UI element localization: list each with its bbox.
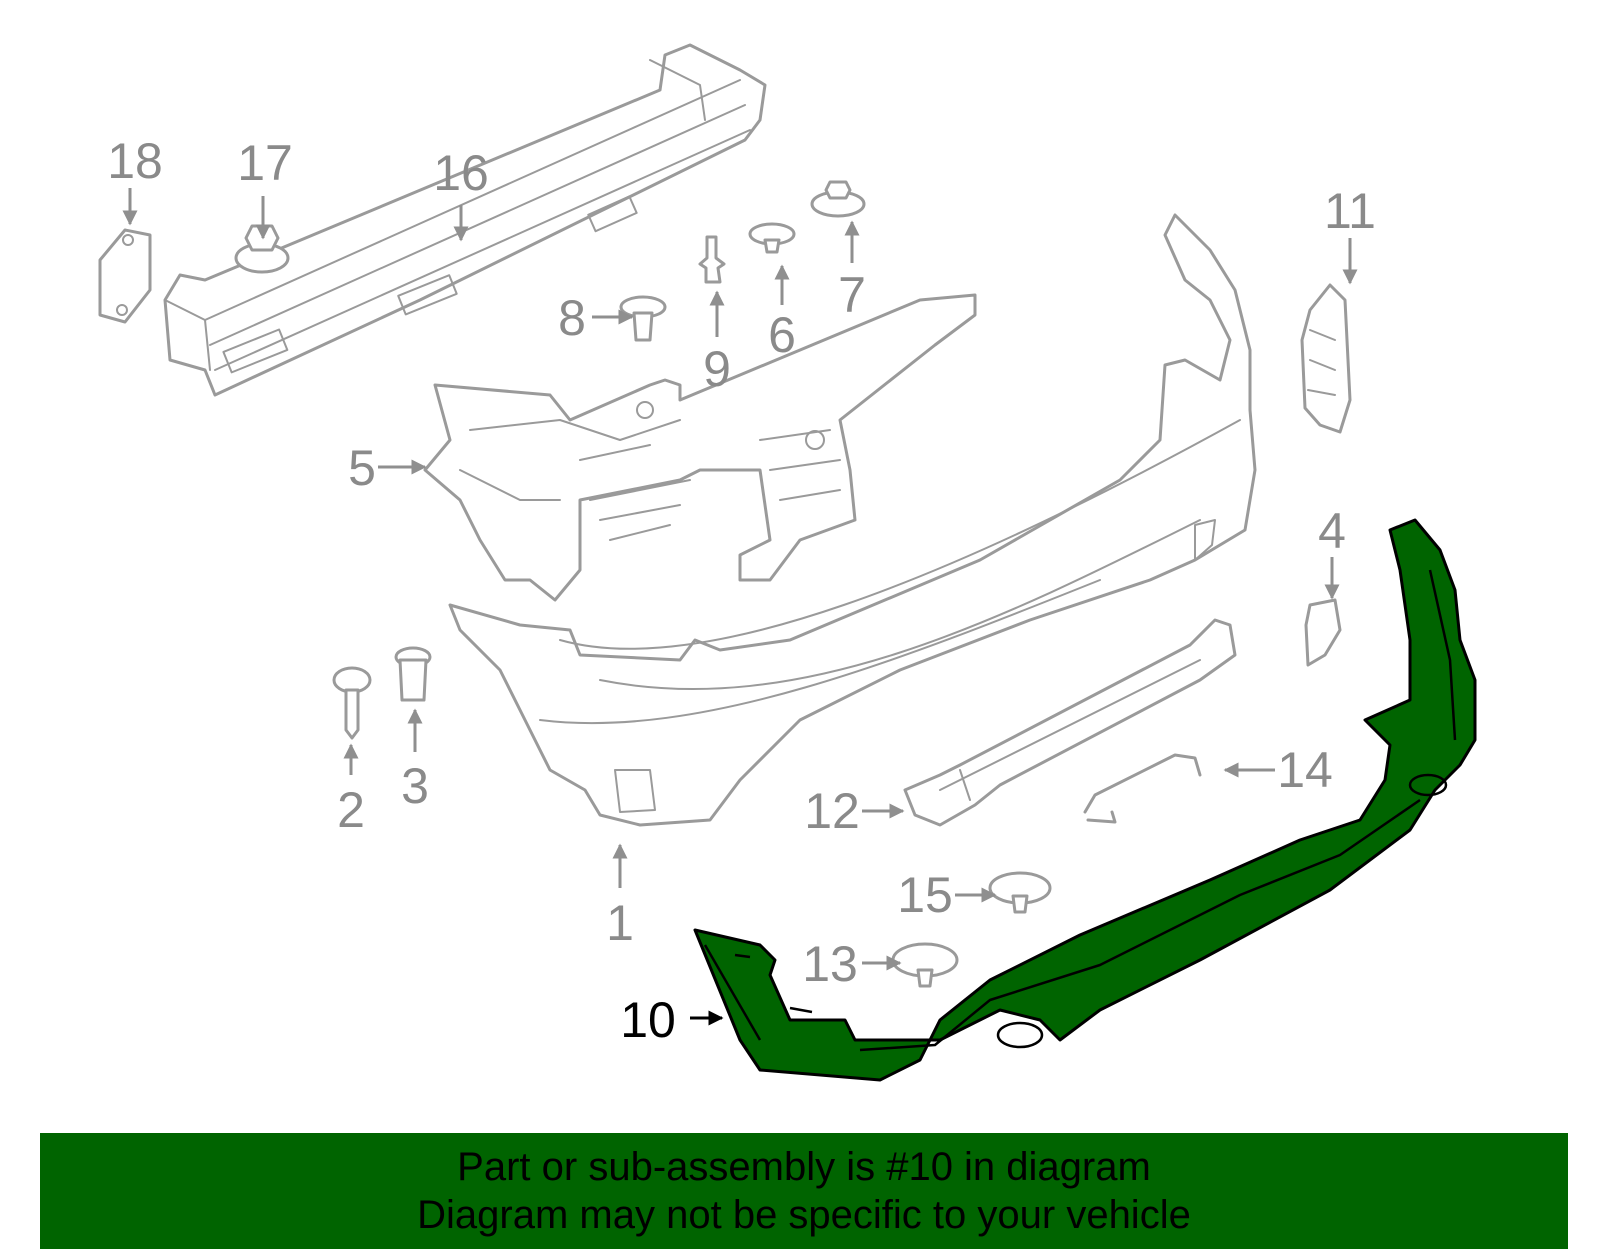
callout-13: 13 [802,936,858,992]
callout-17: 17 [237,135,293,191]
callout-3: 3 [401,758,429,814]
part-18-plate [98,228,152,324]
part-4-cover [1304,598,1342,667]
parts-diagram: 18 17 16 11 7 6 9 8 5 4 2 3 1 12 14 15 1… [98,43,1477,1082]
caption-banner: Part or sub-assembly is #10 in diagram D… [40,1133,1568,1249]
callout-11: 11 [1324,183,1376,239]
callout-14: 14 [1277,742,1333,798]
part-15-clip [988,871,1052,914]
callout-16: 16 [433,145,489,201]
callout-2: 2 [337,782,365,838]
part-1-bumper-cover [448,213,1257,827]
callout-15: 15 [897,867,953,923]
part-11-side-bracket [1300,283,1352,434]
part-16-reinforcement-bar [163,43,767,397]
part-12-reinforcement [903,618,1237,827]
caption-line-1: Part or sub-assembly is #10 in diagram [457,1145,1151,1189]
callout-5: 5 [348,440,376,496]
caption-line-2: Diagram may not be specific to your vehi… [417,1193,1191,1237]
callout-7: 7 [838,267,866,323]
callout-8: 8 [558,290,586,346]
part-6-clip [748,222,796,254]
callout-18: 18 [107,133,163,189]
callout-9: 9 [703,341,731,397]
callout-1: 1 [606,895,634,951]
part-9-stud [698,235,726,284]
part-10-lower-valance [693,518,1477,1082]
callout-10: 10 [620,992,676,1048]
part-7-nut [810,180,866,218]
part-14-rail [1083,753,1202,824]
part-3-clip [394,646,432,702]
part-2-screw [332,666,372,740]
callout-6: 6 [768,307,796,363]
callout-4: 4 [1318,503,1346,559]
callout-12: 12 [804,783,860,839]
part-5-bracket [423,293,977,602]
part-13-clip [891,942,959,988]
